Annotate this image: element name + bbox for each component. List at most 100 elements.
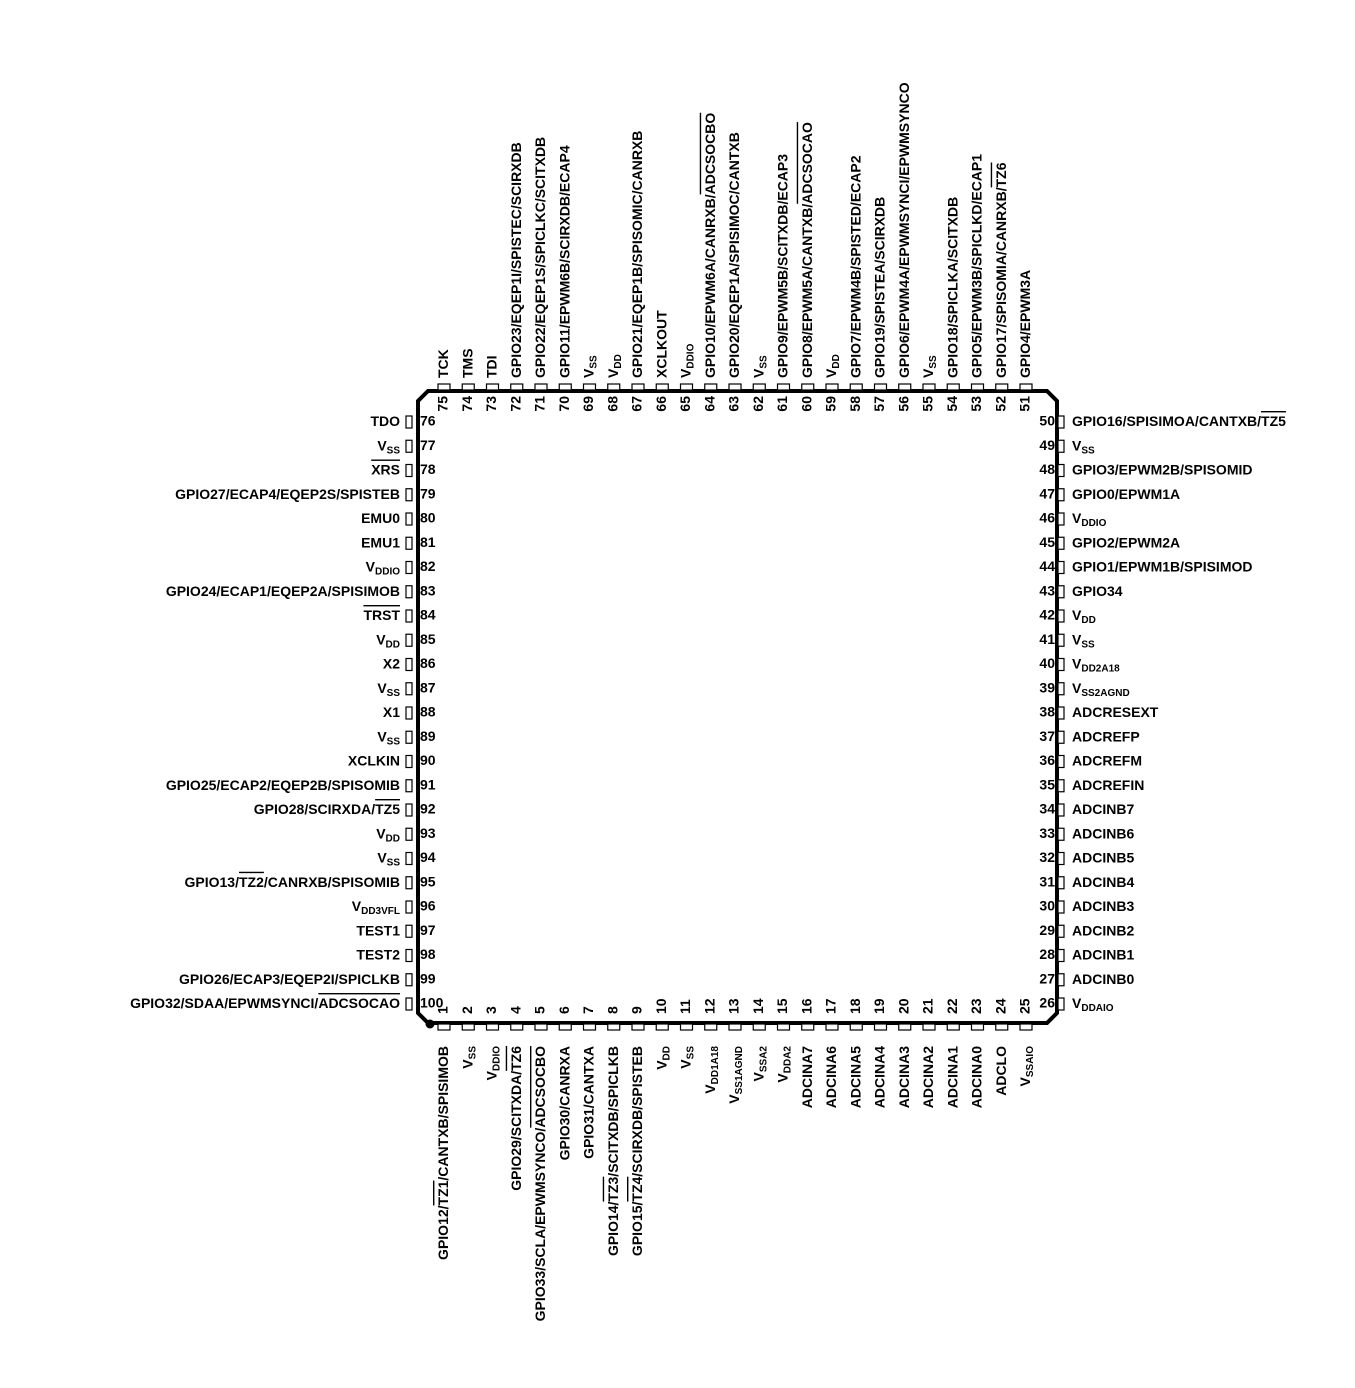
pin-right-10-pad	[1057, 657, 1065, 672]
pin-left-14-pad	[405, 754, 413, 769]
pin-left-18-label: VSS	[377, 849, 400, 868]
pin-bottom-5-label: GPIO30/CANRXA	[556, 1046, 572, 1160]
pin-top-7-number: 68	[604, 396, 620, 412]
pin-left-4-label: EMU0	[361, 510, 400, 526]
pin-label-text: GPIO32/SDAA/EPWMSYNCI/	[130, 995, 318, 1011]
pin-left-17-label: VDD	[376, 825, 400, 844]
pin-label-subscript: DDAIO	[1081, 1003, 1113, 1014]
pin-bottom-14-number: 15	[774, 998, 790, 1014]
pin-top-12-label: GPIO20/EQEP1A/SPISIMOC/CANTXB	[726, 132, 742, 378]
pin-bottom-3-pad	[510, 1023, 524, 1031]
pin-left-20-number: 96	[420, 898, 436, 914]
pin-top-22-label: GPIO5/EPWM3B/SPICLKD/ECAP1	[968, 154, 984, 378]
pin-left-4-number: 80	[420, 510, 436, 526]
pin-label-text: GPIO8/EPWM5A/CANTXB/	[798, 204, 814, 378]
pin-top-11-number: 64	[701, 396, 717, 412]
pin-top-18-label: GPIO19/SPISTEA/SCIRXDB	[871, 197, 887, 378]
pin-label-subscript: DDA2	[782, 1046, 793, 1074]
pin-bottom-22-number: 23	[968, 998, 984, 1014]
pin-label-text: V	[653, 1060, 669, 1070]
pin-top-24-pad	[1019, 383, 1033, 391]
pin-label-text: EMU1	[361, 534, 400, 550]
pin-label-text: ADCINA7	[798, 1046, 814, 1108]
pin-right-6-label: GPIO1/EPWM1B/SPISIMOD	[1072, 558, 1252, 574]
pin-top-13-number: 62	[750, 396, 766, 412]
pin-bottom-19-pad	[898, 1023, 912, 1031]
pin-right-17-label: ADCINB6	[1072, 825, 1134, 841]
pin-top-19-number: 56	[895, 396, 911, 412]
pin-label-text: ADCINA2	[920, 1046, 936, 1108]
pin-label-text: TCK	[435, 349, 451, 378]
pin-top-14-label: GPIO9/EPWM5B/SCITXDB/ECAP3	[774, 154, 790, 378]
pin-top-9-number: 66	[653, 396, 669, 412]
pin-right-21-label: ADCINB2	[1072, 922, 1134, 938]
pin-right-21-number: 29	[1039, 922, 1055, 938]
pin-right-10-number: 40	[1039, 655, 1055, 671]
pin-label-subscript: DD3VFL	[361, 906, 400, 917]
pin-top-4-pad	[534, 383, 548, 391]
pin-label-text: GPIO20/EQEP1A/SPISIMOC/CANTXB	[726, 132, 742, 378]
pin-bottom-4-label: GPIO33/SCLA/EPWMSYNCO/ADCSOCBO	[532, 1046, 548, 1321]
pin-label-text: GPIO30/CANRXA	[556, 1046, 572, 1160]
pin-left-0-number: 76	[420, 413, 436, 429]
pin-left-24-number: 100	[420, 995, 444, 1011]
pin-left-2-pad	[405, 463, 413, 478]
pin-top-6-label: VSS	[580, 355, 599, 378]
pin-label-subscript: SS2AGND	[1081, 687, 1129, 698]
pin-top-0-pad	[437, 383, 451, 391]
pin-left-23-pad	[405, 973, 413, 987]
pin-left-22-pad	[405, 948, 413, 963]
pin-label-text: V	[377, 728, 387, 744]
pin-label-text: TMS	[459, 348, 475, 378]
pin-label-subscript: SS	[588, 355, 599, 369]
pin-top-8-label: GPIO21/EQEP1B/SPISOMIC/CANRXB	[629, 131, 645, 378]
pin-label-text: V	[459, 1059, 475, 1069]
pin-label-text: GPIO19/SPISTEA/SCIRXDB	[871, 197, 887, 378]
pin-right-13-label: ADCREFP	[1072, 728, 1140, 744]
pin-label-subscript: DDIO	[375, 566, 400, 577]
pin-right-13-pad	[1057, 730, 1065, 744]
pin-right-14-label: ADCREFM	[1072, 752, 1142, 768]
pin-label-text: V	[1072, 510, 1082, 526]
pin-top-19-pad	[898, 383, 912, 391]
pin-left-13-pad	[405, 730, 413, 744]
pin-label-text: GPIO28/SCIRXDA/	[254, 801, 375, 817]
pin-label-text: GPIO9/EPWM5B/SCITXDB/ECAP3	[774, 154, 790, 378]
pin-right-17-pad	[1057, 827, 1065, 841]
pin-bottom-2-label: VDDIO	[483, 1046, 502, 1081]
pin-top-23-pad	[995, 383, 1009, 391]
pin-left-14-label: XCLKIN	[348, 752, 400, 768]
pin-left-15-pad	[405, 779, 413, 793]
pin-bottom-18-pad	[873, 1023, 888, 1031]
pin-bottom-14-pad	[776, 1023, 791, 1031]
pin-top-14-pad	[776, 383, 791, 391]
pin-top-20-number: 55	[920, 396, 936, 412]
pin-label-text: ADCINA6	[823, 1046, 839, 1108]
pin-top-21-label: GPIO18/SPICLKA/SCITXDB	[944, 197, 960, 378]
pin-bottom-12-number: 13	[726, 998, 742, 1014]
pin-left-19-number: 95	[420, 873, 436, 889]
pin-label-text: V	[352, 898, 362, 914]
pin-label-active-low: TZ3	[604, 1176, 620, 1201]
pin-top-5-label: GPIO11/EPWM6B/SCIRXDB/ECAP4	[556, 145, 572, 378]
pin-bottom-24-pad	[1019, 1023, 1033, 1031]
pin-label-text: GPIO34	[1072, 582, 1123, 598]
